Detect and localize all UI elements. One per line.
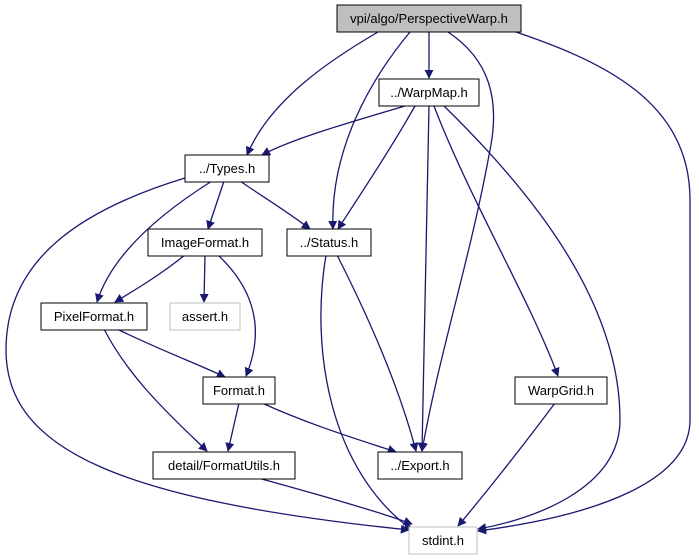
- edge-warpmap-to-types: [261, 105, 406, 156]
- node-assert-label: assert.h: [182, 309, 228, 324]
- edge-warpgrid-to-stdint: [457, 402, 556, 527]
- edge-warpmap-to-warpgrid: [433, 105, 560, 377]
- edge-status-to-export: [336, 254, 419, 452]
- node-export-label: ../Export.h: [390, 458, 449, 473]
- edge-format-to-export: [261, 402, 397, 454]
- node-warp-map[interactable]: ../WarpMap.h: [378, 78, 480, 107]
- edge-pixelformat-to-format: [116, 328, 226, 378]
- edge-types-to-stdint: [5, 177, 410, 534]
- node-assert[interactable]: assert.h: [169, 302, 241, 331]
- edge-warpmap-to-export: [417, 105, 430, 452]
- edges: [5, 29, 691, 535]
- node-warp-map-label: ../WarpMap.h: [390, 85, 468, 100]
- node-types-label: ../Types.h: [199, 161, 255, 176]
- node-pixel-format-label: PixelFormat.h: [54, 309, 134, 324]
- edge-perspectivewarp-to-stdint: [477, 29, 691, 535]
- node-status[interactable]: ../Status.h: [286, 228, 372, 257]
- edge-status-to-stdint: [320, 254, 413, 531]
- node-types[interactable]: ../Types.h: [184, 154, 270, 183]
- edge-format-to-formatutils: [225, 402, 240, 452]
- node-pixel-format[interactable]: PixelFormat.h: [40, 302, 148, 331]
- node-export[interactable]: ../Export.h: [377, 451, 463, 480]
- node-stdint[interactable]: stdint.h: [408, 526, 478, 555]
- edge-warpmap-to-status: [337, 105, 416, 230]
- node-format-label: Format.h: [213, 383, 265, 398]
- node-warp-grid-label: WarpGrid.h: [528, 383, 594, 398]
- edge-imageformat-to-format: [217, 254, 257, 377]
- node-format-utils-label: detail/FormatUtils.h: [168, 458, 280, 473]
- edge-imageformat-to-pixelformat: [114, 254, 186, 303]
- edge-types-to-imageformat: [206, 180, 225, 230]
- node-perspective-warp[interactable]: vpi/algo/PerspectiveWarp.h: [336, 4, 522, 33]
- edge-perspectivewarp-to-types: [245, 31, 379, 156]
- edge-imageformat-to-assert: [199, 254, 209, 303]
- node-image-format-label: ImageFormat.h: [161, 235, 249, 250]
- edge-perspectivewarp-to-status: [328, 31, 411, 230]
- node-perspective-warp-label: vpi/algo/PerspectiveWarp.h: [350, 11, 508, 26]
- edge-formatutils-to-stdint: [257, 477, 413, 526]
- edge-types-to-status: [239, 180, 311, 230]
- edge-warpmap-to-stdint: [443, 105, 621, 533]
- node-format[interactable]: Format.h: [202, 376, 276, 405]
- edge-types-to-pixelformat: [95, 180, 213, 303]
- node-image-format[interactable]: ImageFormat.h: [147, 228, 263, 257]
- edge-perspectivewarp-to-export: [418, 31, 495, 452]
- edge-pixelformat-to-formatutils: [103, 328, 208, 452]
- node-status-label: ../Status.h: [300, 235, 359, 250]
- node-stdint-label: stdint.h: [422, 533, 464, 548]
- node-format-utils[interactable]: detail/FormatUtils.h: [152, 451, 296, 480]
- node-warp-grid[interactable]: WarpGrid.h: [514, 376, 608, 405]
